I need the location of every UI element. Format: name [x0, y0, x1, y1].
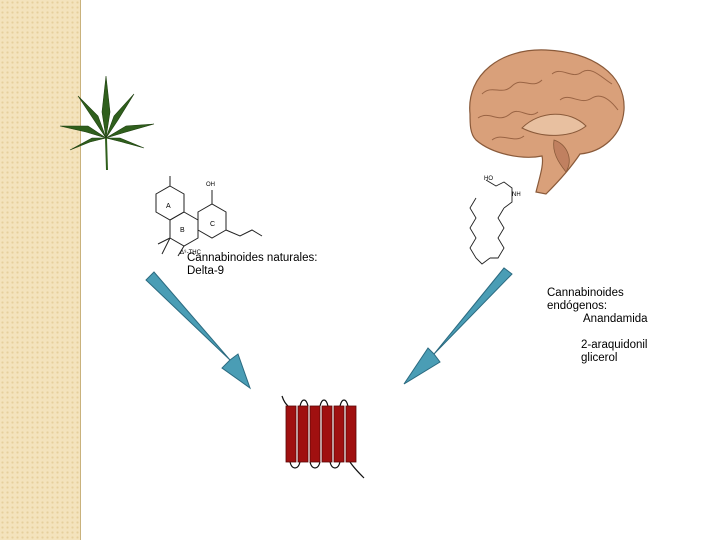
- arrow-endogenous-to-receptor: [403, 267, 513, 385]
- anandamide-structure-diagram: HO NH: [469, 176, 521, 265]
- receptor-icon: [281, 395, 365, 479]
- natural-label-line1: Cannabinoides naturales:: [187, 252, 318, 264]
- thc-name-label: Δ⁹-THC: [180, 249, 202, 256]
- thc-structure-diagram: A B C OH Δ⁹-THC: [155, 176, 263, 257]
- 2ag-label-line1: 2-araquidonil: [581, 339, 648, 351]
- endogenous-label-line1: Cannabinoides: [547, 287, 624, 299]
- cannabis-leaf-icon: [59, 75, 155, 171]
- arrow-natural-to-receptor: [145, 271, 251, 390]
- ho-label: HO: [484, 176, 493, 182]
- brain-icon: [469, 49, 625, 195]
- natural-label-line2: Delta-9: [187, 265, 225, 277]
- ring-c-label: C: [210, 221, 215, 228]
- anandamide-label: Anandamida: [583, 313, 648, 325]
- natural-cannabinoids-label: Cannabinoides naturales: Delta-9: [187, 252, 317, 278]
- 2ag-label-line2: glicerol: [581, 352, 618, 364]
- endogenous-cannabinoids-label: Cannabinoides endógenos: Anandamida 2-ar…: [547, 287, 648, 365]
- ring-b-label: B: [180, 227, 185, 234]
- ring-a-label: A: [166, 203, 171, 210]
- endogenous-label-line2: endógenos:: [547, 300, 608, 312]
- nh-label: NH: [512, 192, 521, 198]
- decorative-sidebar: [0, 0, 81, 540]
- hydroxyl-label: OH: [206, 182, 215, 188]
